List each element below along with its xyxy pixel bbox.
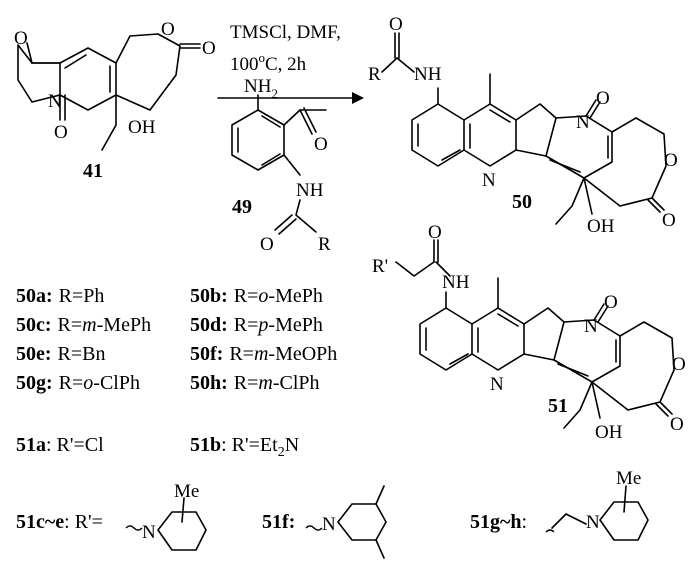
- atom-me-51g: Me: [616, 468, 641, 489]
- atom-n-51b: N: [490, 374, 504, 395]
- piperidine-51g-h: [545, 485, 649, 541]
- substituent-50h: 50h:R=m-ClPh: [190, 372, 320, 394]
- compound-41-structure: [17, 33, 201, 151]
- atom-r-49: R: [318, 234, 331, 255]
- atom-nh-51: NH: [442, 272, 470, 293]
- label-50: 50: [512, 191, 532, 213]
- conditions-line-1: TMSCl, DMF,: [230, 22, 341, 43]
- reaction-arrow-head: [352, 92, 364, 104]
- atom-o-50b: O: [596, 88, 610, 109]
- substituent-50b: 50b:R=o-MePh: [190, 285, 323, 307]
- compound-50-structure: [381, 32, 667, 225]
- substituent-51g-h: 51g~h:: [470, 511, 527, 533]
- piperidine-51c-e: [125, 497, 207, 551]
- compound-49-structure: [231, 94, 327, 235]
- atom-n-51a: N: [584, 316, 598, 337]
- atom-o-51c: O: [672, 354, 686, 375]
- atom-oh-50: OH: [587, 216, 615, 237]
- atom-o-51a: O: [428, 222, 442, 243]
- compound-51-structure: [395, 239, 675, 429]
- substituent-51a: 51a: R'=Cl: [16, 434, 104, 456]
- atom-o-41a: O: [14, 28, 28, 49]
- atom-n-51g: N: [586, 512, 600, 533]
- atom-nh2-49: NH2: [244, 76, 278, 101]
- substituent-50e: 50e:R=Bn: [16, 343, 106, 365]
- substituent-50d: 50d:R=p-MePh: [190, 314, 323, 336]
- atom-nh-49: NH: [296, 180, 324, 201]
- atom-o-51b: O: [604, 292, 618, 313]
- atom-o-50c: O: [664, 150, 678, 171]
- atom-n-51c: N: [142, 522, 156, 543]
- atom-o-41c: O: [161, 19, 175, 40]
- atom-rp-51: R': [372, 256, 388, 277]
- atom-o-51d: O: [670, 414, 684, 435]
- substituent-50c: 50c:R=m-MePh: [16, 314, 151, 336]
- atom-n-50b: N: [482, 170, 496, 191]
- substituent-50a: 50a:R=Ph: [16, 285, 104, 307]
- atom-o-49a: O: [314, 134, 328, 155]
- piperidine-51f: [305, 485, 387, 559]
- substituent-table: 50a:R=Ph 50b:R=o-MePh 50c:R=m-MePh 50d:R…: [16, 285, 337, 394]
- substituent-51f-label: 51f:: [262, 511, 295, 533]
- atom-oh-51: OH: [595, 422, 623, 443]
- atom-o-50a: O: [389, 14, 403, 35]
- label-49: 49: [232, 196, 252, 218]
- label-41: 41: [83, 160, 103, 182]
- atom-n-51f: N: [322, 514, 336, 535]
- atom-o-50d: O: [662, 210, 676, 231]
- atom-r-50: R: [368, 64, 381, 85]
- substituent-50f: 50f:R=m-MeOPh: [190, 343, 337, 365]
- substituent-51b: 51b: R'=Et2N: [190, 434, 299, 460]
- substituent-51c-e: 51c~e: R'=: [16, 511, 103, 533]
- atom-o-41d: O: [202, 38, 216, 59]
- atom-me-51c: Me: [174, 481, 199, 502]
- atom-nh-50: NH: [414, 64, 442, 85]
- substituent-50g: 50g:R=o-ClPh: [16, 372, 140, 394]
- atom-o-41b: O: [54, 122, 68, 143]
- conditions-line-2: 100oC, 2h: [230, 50, 307, 75]
- atom-n-41: N: [48, 91, 62, 112]
- atom-n-50a: N: [576, 112, 590, 133]
- label-51: 51: [548, 395, 568, 417]
- atom-o-49b: O: [260, 234, 274, 255]
- atom-oh-41: OH: [128, 117, 156, 138]
